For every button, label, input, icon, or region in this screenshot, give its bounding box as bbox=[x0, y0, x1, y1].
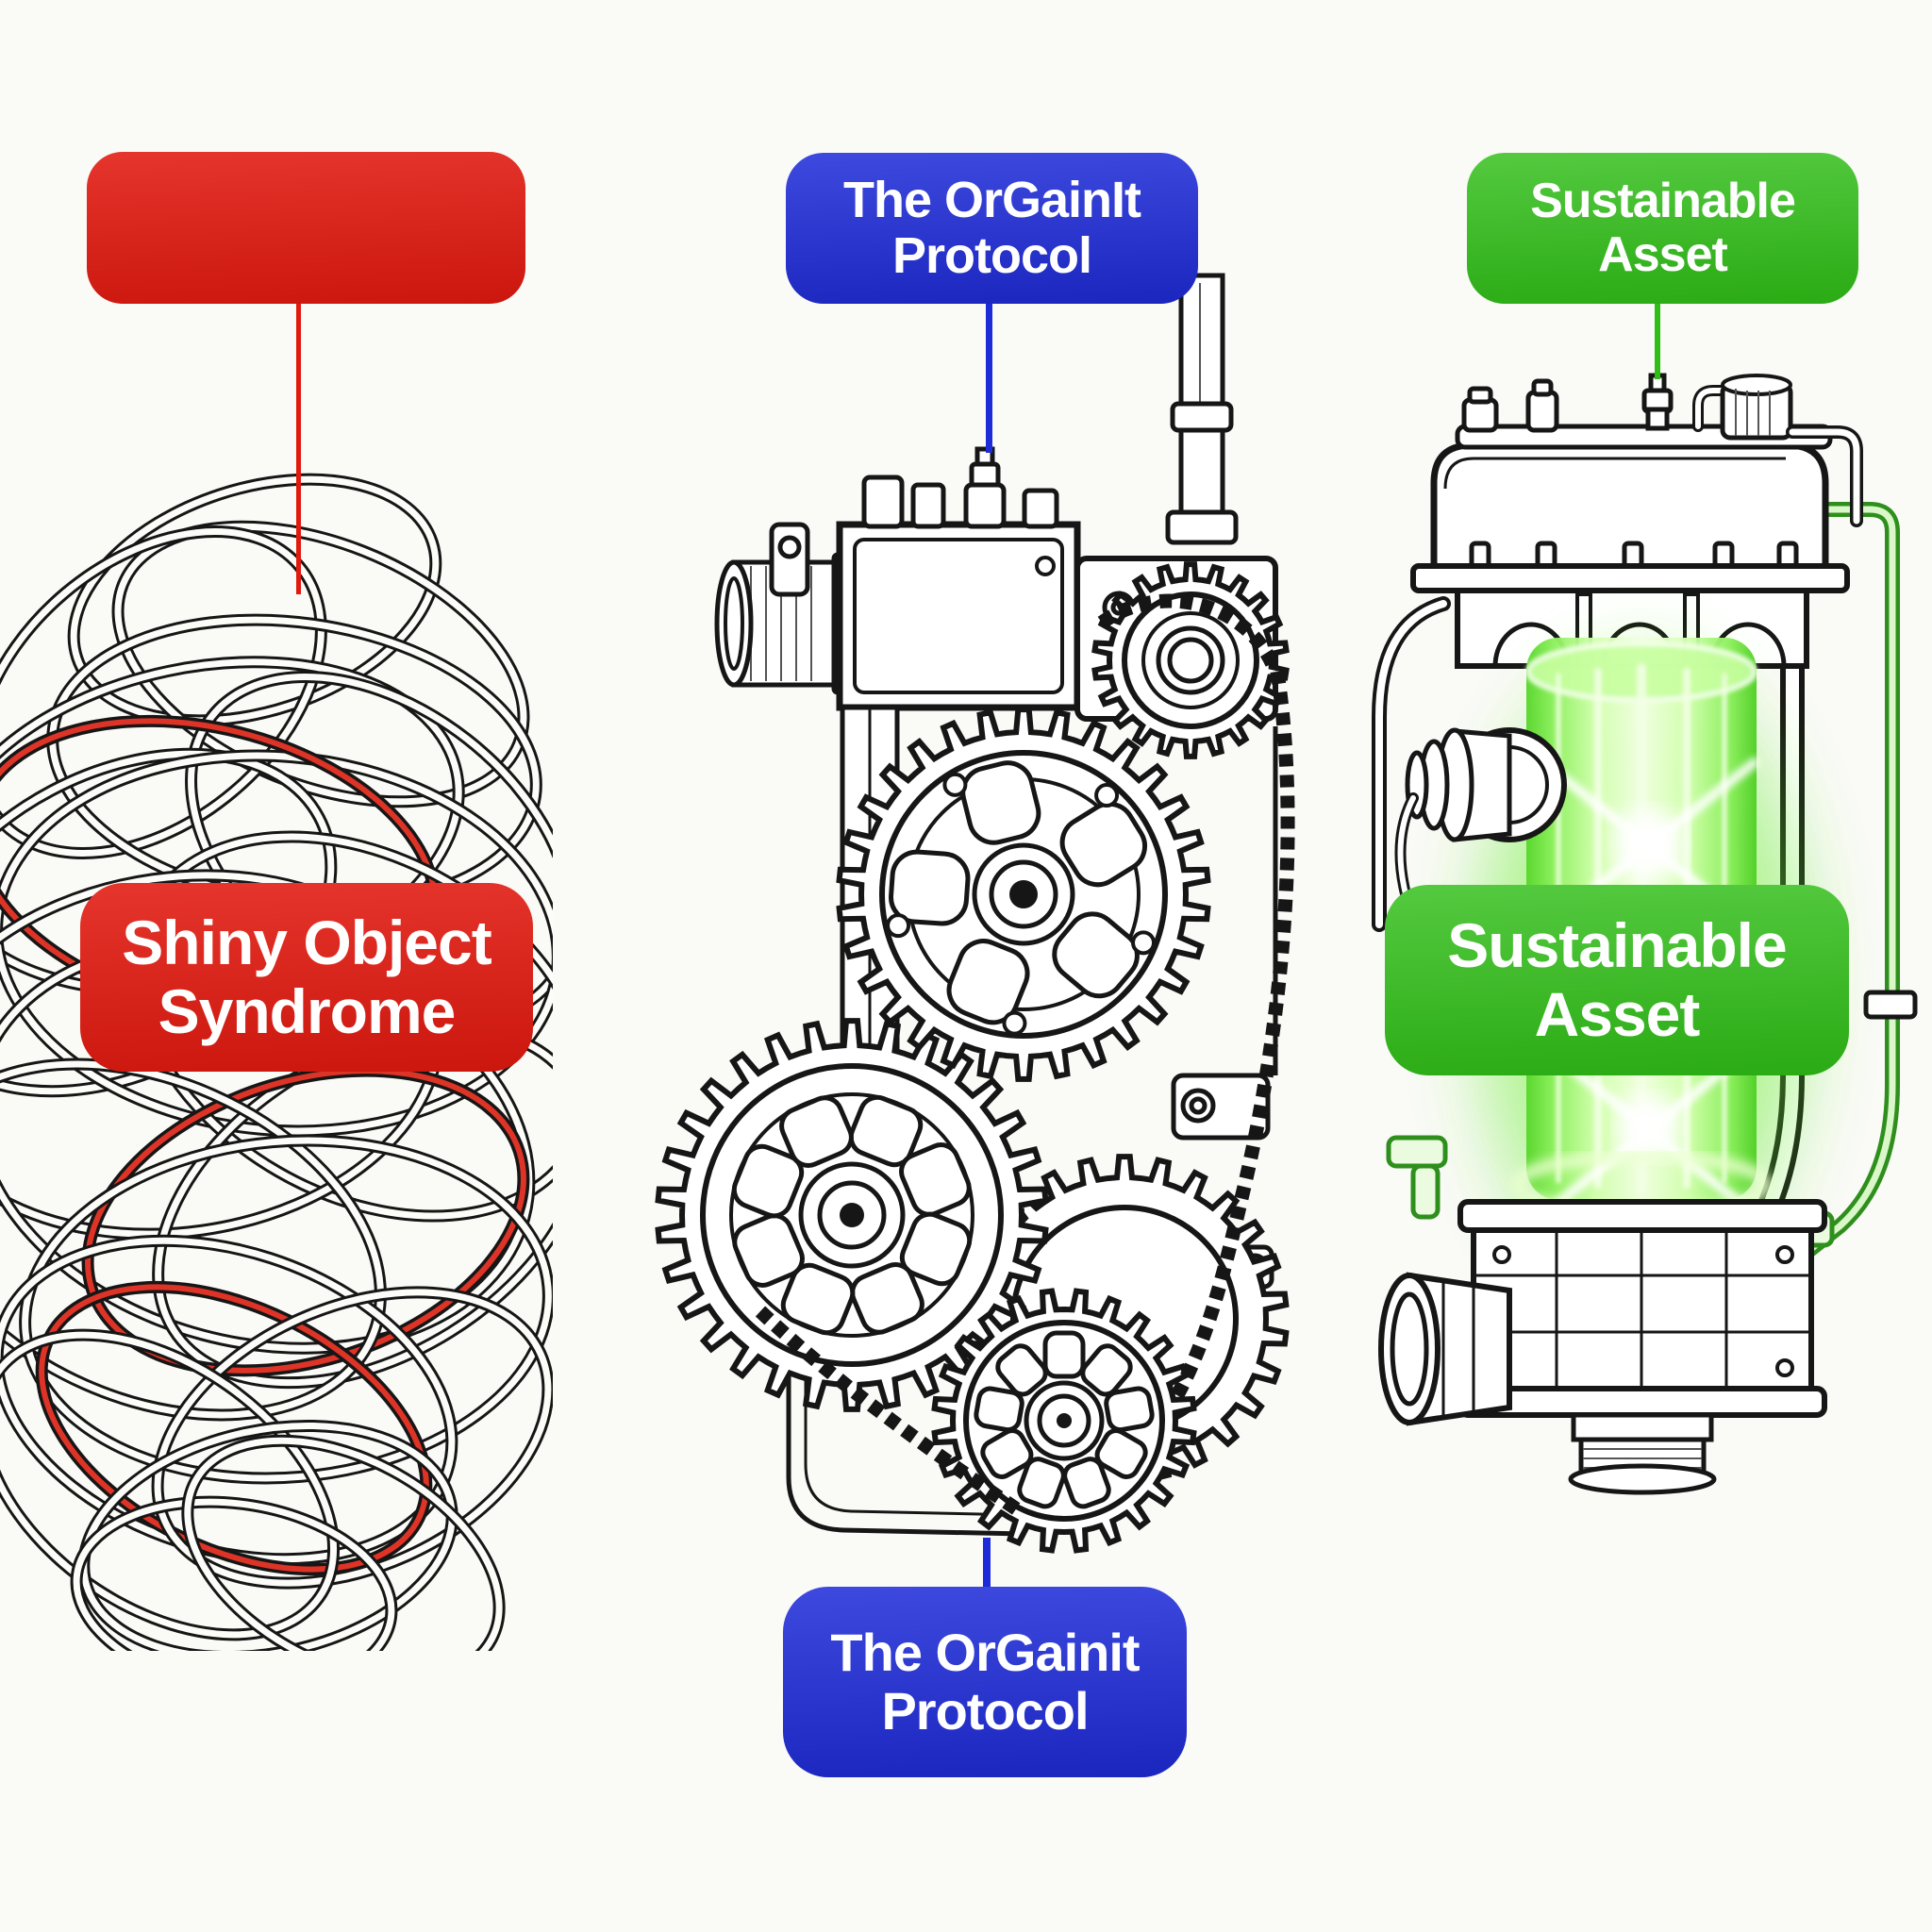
right-top-label-line2: Asset bbox=[1598, 227, 1728, 282]
valve-cover bbox=[1430, 373, 1863, 572]
left-mid-label-line1: Shiny Object bbox=[122, 908, 491, 978]
oil-canister bbox=[1720, 374, 1793, 441]
mid-bottom-label-line2: Protocol bbox=[881, 1681, 1089, 1740]
side-pump bbox=[1394, 727, 1567, 930]
right-mid-label: Sustainable Asset bbox=[1385, 885, 1849, 1075]
mid-bottom-label: The OrGainit Protocol bbox=[783, 1587, 1187, 1777]
exhaust-pipe bbox=[1165, 273, 1239, 545]
left-mid-label-line2: Syndrome bbox=[158, 976, 457, 1046]
mid-top-label-line2: Protocol bbox=[891, 227, 1092, 284]
mid-bottom-label-line1: The OrGainit bbox=[830, 1623, 1140, 1683]
tangled-wires-illustration bbox=[0, 473, 553, 1651]
mid-bottom-leader-line bbox=[983, 1538, 991, 1589]
mid-top-label: The OrGainIt Protocol bbox=[786, 153, 1198, 304]
mid-top-label-line1: The OrGainIt bbox=[842, 171, 1141, 228]
filter-drum bbox=[1457, 1199, 1827, 1495]
gear-machine-illustration bbox=[655, 273, 1295, 1554]
timing-chain bbox=[755, 593, 1295, 1516]
gearbox-head bbox=[769, 446, 1081, 711]
intake-horn bbox=[1378, 1272, 1512, 1426]
right-mid-label-line1: Sustainable bbox=[1447, 910, 1787, 981]
right-mid-label-line2: Asset bbox=[1534, 979, 1701, 1049]
left-top-label bbox=[87, 152, 525, 304]
gear-train bbox=[655, 561, 1290, 1554]
right-top-label-line1: Sustainable bbox=[1530, 173, 1796, 228]
mid-top-leader-line bbox=[986, 304, 992, 453]
left-leader-line bbox=[296, 304, 301, 594]
side-cylinder bbox=[714, 552, 856, 695]
right-leader-line bbox=[1655, 304, 1660, 379]
left-mid-label: Shiny Object Syndrome bbox=[80, 883, 533, 1072]
spark-plug bbox=[1641, 373, 1674, 431]
right-top-label: Sustainable Asset bbox=[1467, 153, 1858, 304]
